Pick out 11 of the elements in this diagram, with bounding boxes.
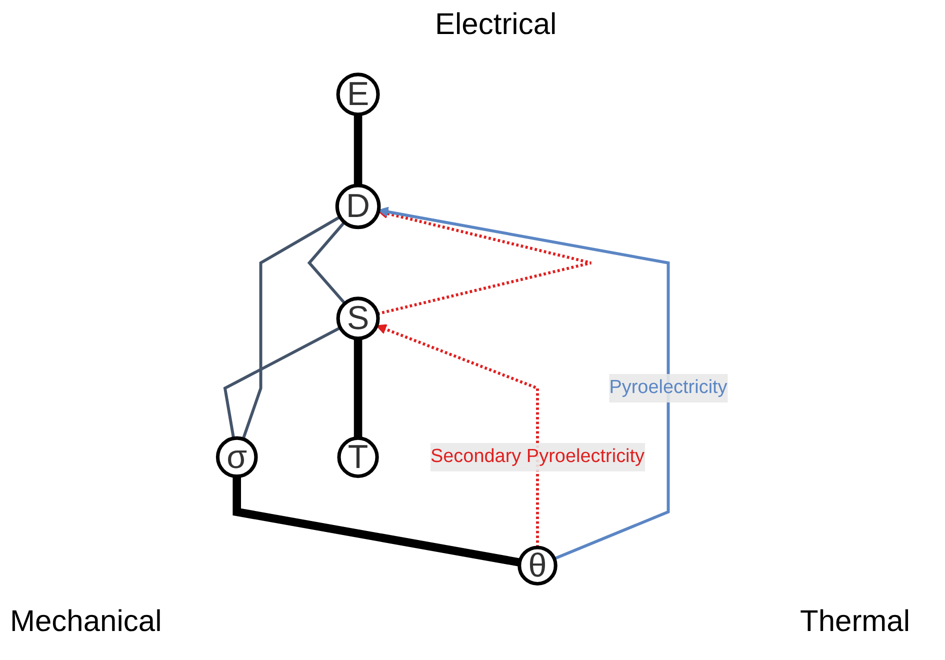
domain-label: Electrical: [435, 8, 557, 42]
domain-label: Mechanical: [10, 605, 162, 639]
edge-label: Pyroelectricity: [609, 374, 728, 402]
state-circle: T: [337, 436, 379, 478]
state-circle: E: [336, 72, 380, 116]
state-circle: D: [335, 184, 381, 230]
domain-label: Thermal: [800, 605, 910, 639]
state-circle: S: [336, 296, 380, 340]
state-circle: θ: [518, 546, 558, 586]
state-circle: σ: [216, 436, 258, 478]
edge-label: Secondary Pyroelectricity: [430, 442, 645, 472]
